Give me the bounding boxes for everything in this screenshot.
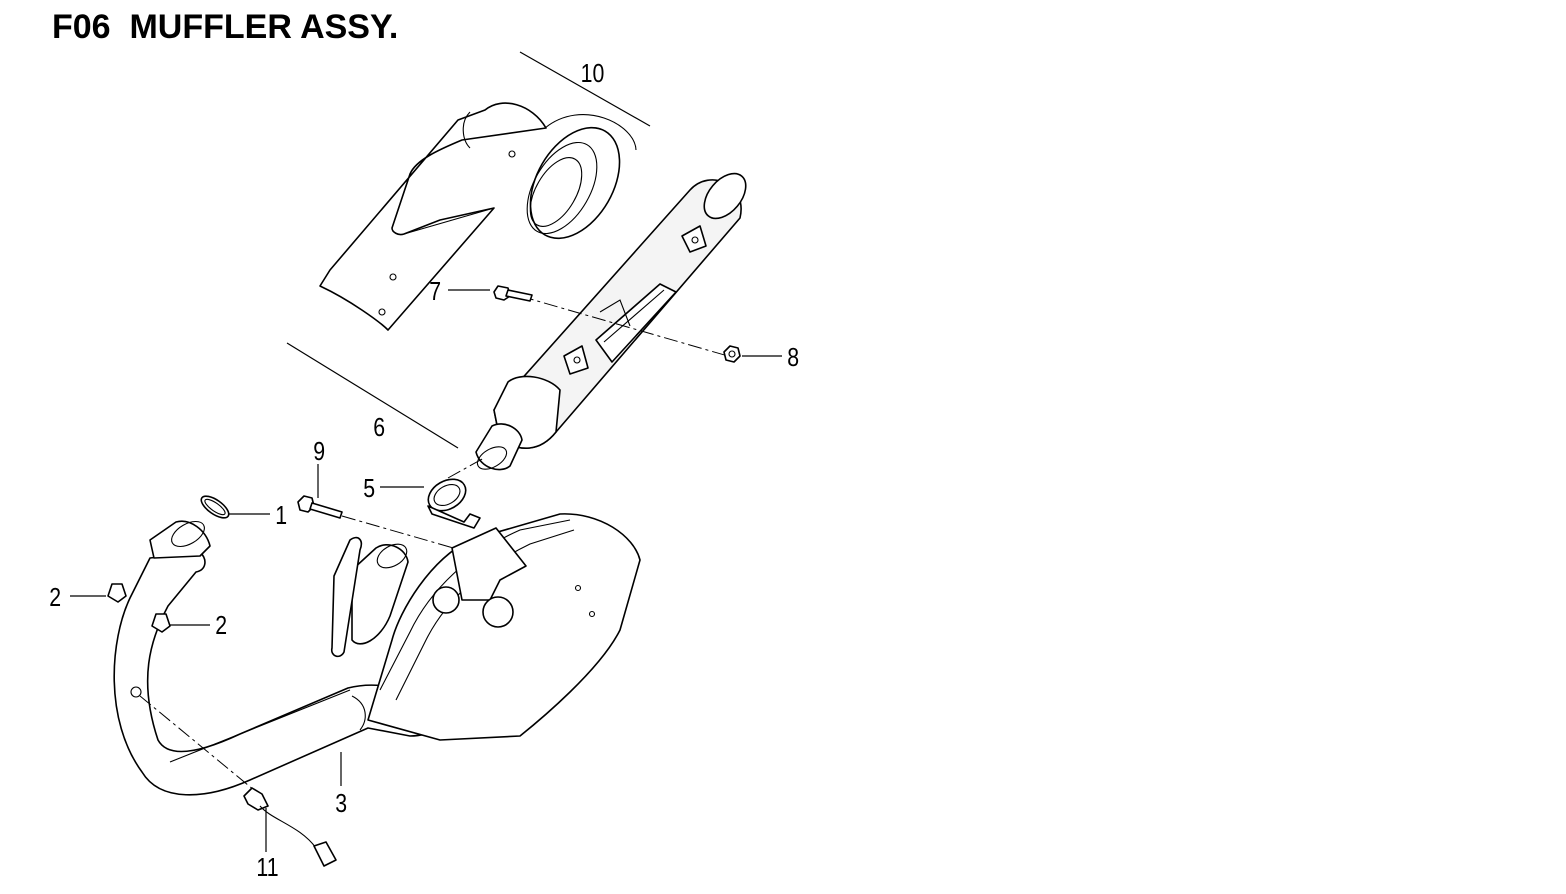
callout-1: 1 — [275, 501, 287, 531]
callout-8: 8 — [787, 343, 799, 373]
callout-5: 5 — [363, 474, 375, 504]
o2-sensor-part-11 — [243, 787, 337, 867]
muffler-body-part-6 — [475, 172, 747, 471]
group-bracket-6 — [286, 342, 459, 449]
callout-11: 11 — [256, 853, 278, 883]
group-bracket-10 — [519, 51, 651, 127]
gasket-part-1 — [200, 495, 230, 519]
stud-part-2-right — [151, 613, 171, 633]
heat-shield-part-10 — [319, 102, 547, 331]
callout-7: 7 — [429, 277, 441, 307]
catalytic-canister — [330, 513, 641, 741]
bolt-part-9 — [297, 495, 343, 519]
callout-3: 3 — [335, 789, 347, 819]
end-cap-part-10 — [526, 114, 637, 240]
callout-2-right: 2 — [215, 611, 227, 641]
callout-9: 9 — [313, 437, 325, 467]
exhaust-pipe-part-3 — [113, 520, 441, 796]
callout-2-left: 2 — [49, 583, 61, 613]
callout-6: 6 — [373, 413, 385, 443]
nut-part-8 — [723, 345, 741, 363]
bolt-part-7 — [493, 285, 533, 302]
page-title: F06 MUFFLER ASSY. — [52, 8, 399, 46]
stud-part-2-left — [107, 583, 127, 603]
clamp-part-5 — [427, 478, 481, 529]
callout-10: 10 — [581, 59, 605, 89]
